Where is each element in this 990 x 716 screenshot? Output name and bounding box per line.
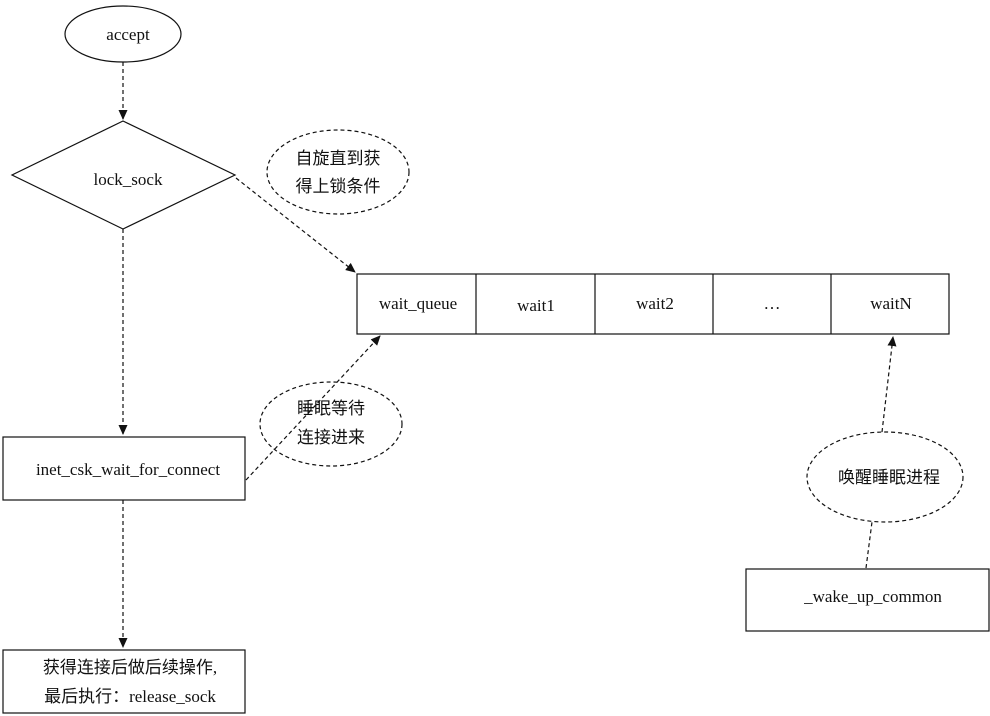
wake-up-node: _wake_up_common: [745, 568, 990, 632]
wait-queue: wait_queue wait1 wait2 … waitN: [356, 273, 950, 335]
queue-cell-ellipsis: …: [764, 294, 781, 313]
final-step-line-2: 最后执行：release_sock: [44, 687, 216, 706]
wake-up-label: _wake_up_common: [803, 587, 942, 606]
queue-cell-wait2: wait2: [636, 294, 674, 313]
spin-note-line-2: 得上锁条件: [296, 177, 381, 196]
wait-connect-node: inet_csk_wait_for_connect: [2, 436, 246, 501]
arrow-lock-to-queue: [235, 177, 356, 273]
connector-wakeup-to-note: [865, 521, 873, 569]
lock-sock-node: lock_sock: [10, 120, 237, 230]
spin-note: 自旋直到获 得上锁条件: [266, 129, 410, 215]
queue-cell-waitN: waitN: [870, 294, 912, 313]
sleep-note: 睡眠等待 连接进来: [259, 381, 403, 467]
sleep-note-line-2: 连接进来: [297, 428, 365, 447]
accept-label: accept: [106, 25, 150, 44]
wait-connect-label: inet_csk_wait_for_connect: [36, 460, 220, 479]
spin-note-line-1: 自旋直到获: [296, 149, 381, 168]
sleep-note-line-1: 睡眠等待: [297, 399, 365, 418]
queue-cell-wait1: wait1: [517, 296, 555, 315]
final-step-node: 获得连接后做后续操作, 最后执行：release_sock: [2, 649, 246, 714]
arrow-wake-to-waitN: [881, 336, 897, 433]
accept-node: accept: [64, 5, 182, 63]
lock-sock-label: lock_sock: [94, 170, 163, 189]
wake-note: 唤醒睡眠进程: [806, 431, 964, 523]
arrow-wait-connect-to-queue: [245, 335, 381, 481]
wake-note-label: 唤醒睡眠进程: [838, 468, 940, 487]
final-step-line-1: 获得连接后做后续操作,: [43, 658, 217, 677]
queue-cell-wait-queue: wait_queue: [379, 294, 457, 313]
